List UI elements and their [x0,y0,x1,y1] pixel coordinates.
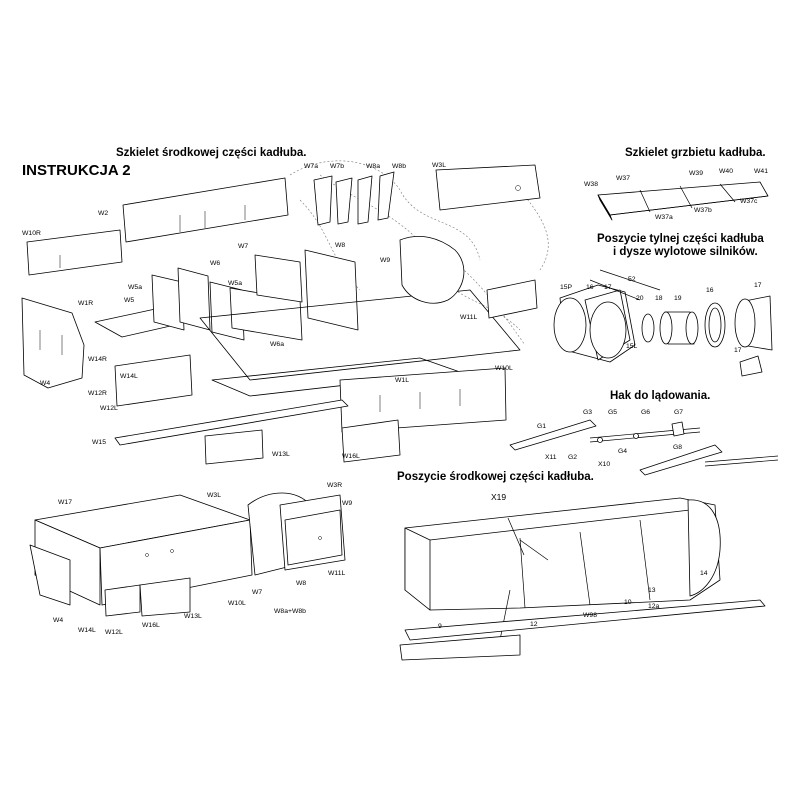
label-16b: 16 [706,287,714,294]
heading-center-covering: Poszycie środkowej części kadłuba. [397,471,594,483]
heading-landing-hook: Hak do lądowania. [610,390,711,402]
label-x10: X10 [598,461,610,468]
label-g3: G3 [583,409,592,416]
label-w7b: W7b [330,163,344,170]
label-w6a: W6a [270,341,284,348]
label-w17: W17 [58,499,72,506]
rear-covering-diagram: 15P 16 17 52 20 18 19 16 17 15L 17 [553,269,773,377]
label-12: 12 [530,621,538,628]
back-skeleton-diagram: W38 W37 W39 W40 W41 W37a W37b W37c [584,168,769,221]
label-w11l: W11L [460,314,477,321]
label-w7a: W7a [304,163,318,170]
label-w3l-asm: W3L [207,492,221,499]
label-18: 18 [655,295,663,302]
label-w13l-asm: W13L [184,613,202,620]
label-13: 13 [648,587,656,594]
label-52: 52 [628,276,636,283]
label-w10l: W10L [495,365,513,372]
label-w10l-asm: W10L [228,600,246,607]
label-w39: W39 [689,170,703,177]
label-17c: 17 [734,347,742,354]
label-w13l: W13L [272,451,290,458]
label-g6: G6 [641,409,650,416]
label-w9-asm: W9 [342,500,352,507]
label-15p: 15P [560,284,573,291]
label-w37b: W37b [694,207,712,214]
label-w16l: W16L [342,453,360,460]
label-w1r: W1R [78,300,93,307]
label-w8a-w8b: W8a+W8b [274,608,306,615]
label-10: 10 [624,599,632,606]
label-w14l-asm: W14L [78,627,96,634]
label-g2: G2 [568,454,577,461]
sheet-title: INSTRUKCJA 2 [22,162,131,179]
heading-rear-covering-1: Poszycie tylnej części kadłuba [597,233,764,245]
label-w12l: W12L [100,405,118,412]
label-x19: X19 [491,492,506,502]
label-15l: 15L [626,343,638,350]
heading-center-skeleton: Szkielet środkowej części kadłuba. [116,147,307,159]
assembled-skeleton-diagram: W17 W3L W3R W9 W11L W8 W7 W10L W8a+W8b W… [29,482,352,636]
label-w2: W2 [98,210,108,217]
label-w14l: W14L [120,373,138,380]
label-w3l: W3L [432,162,446,169]
label-w16l-asm: W16L [142,622,160,629]
label-w14r: W14R [88,356,107,363]
label-w37a: W37a [655,214,673,221]
label-w4: W4 [40,380,50,387]
center-skeleton-diagram: W2 W10R W4 W1R W5 W5a W6 W5a W6a W7 W8 W… [21,160,549,465]
label-w8: W8 [335,242,345,249]
label-w37c: W37c [740,198,758,205]
label-12a: 12a [648,603,660,610]
label-9: 9 [438,623,442,630]
label-w6: W6 [210,260,220,267]
label-17: 17 [604,284,612,291]
label-20: 20 [636,295,644,302]
label-w41: W41 [754,168,768,175]
label-w8b: W8b [392,163,406,170]
heading-back-skeleton: Szkielet grzbietu kadłuba. [625,147,766,159]
label-w8-asm: W8 [296,580,306,587]
label-g4: G4 [618,448,627,455]
label-w38: W38 [584,181,598,188]
label-w8a: W8a [366,163,380,170]
label-w10r: W10R [22,230,41,237]
label-w7-asm: W7 [252,589,262,596]
label-w5: W5 [124,297,134,304]
label-w15: W15 [92,439,106,446]
center-covering-diagram: X19 14 13 10 W98 12a 12 9 [399,492,766,661]
label-w9: W9 [380,257,390,264]
label-w98: W98 [583,612,597,619]
label-w5a-2: W5a [228,280,242,287]
label-17b: 17 [754,282,762,289]
landing-hook-diagram: G1 G3 G5 G6 G7 X11 G2 X10 G4 G8 [509,409,779,476]
label-w5a: W5a [128,284,142,291]
label-14: 14 [700,570,708,577]
label-19: 19 [674,295,682,302]
label-w40: W40 [719,168,733,175]
heading-rear-covering-2: i dysze wylotowe silników. [613,246,758,258]
label-w12l-asm: W12L [105,629,123,636]
label-w1l: W1L [395,377,409,384]
label-g5: G5 [608,409,617,416]
label-w37: W37 [616,175,630,182]
label-16: 16 [586,284,594,291]
label-w4-asm: W4 [53,617,63,624]
label-w11l-asm: W11L [328,570,345,577]
label-x11: X11 [545,454,557,461]
label-w7: W7 [238,243,248,250]
label-g1: G1 [537,423,546,430]
label-g8: G8 [673,444,682,451]
label-w3r: W3R [327,482,342,489]
label-g7: G7 [674,409,683,416]
label-w12r: W12R [88,390,107,397]
